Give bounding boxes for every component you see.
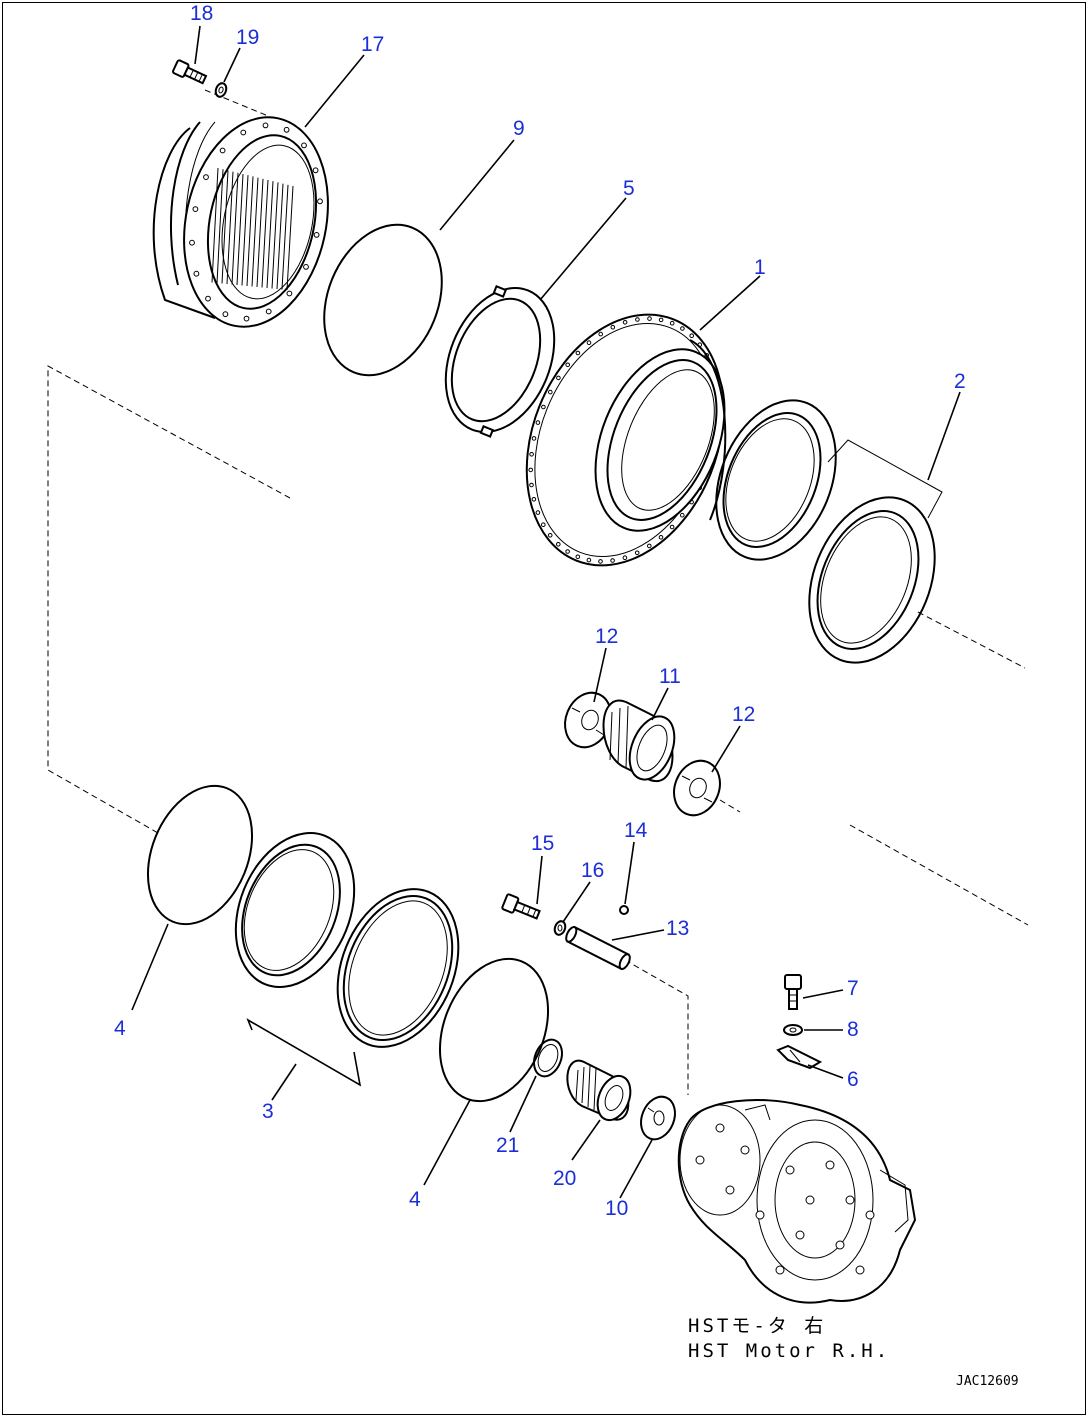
callout-12-lower: 12 (732, 703, 755, 726)
callout-7: 7 (847, 977, 859, 1000)
part-snap-ring-21 (533, 1038, 563, 1078)
callout-4-lower: 4 (409, 1188, 421, 1211)
part-plug-6 (776, 1044, 823, 1070)
part-ball-14 (619, 905, 629, 915)
part-hub-1 (525, 313, 727, 567)
caption-english: HST Motor R.H. (688, 1340, 890, 1362)
part-housing-17 (152, 116, 329, 328)
callout-9: 9 (513, 117, 525, 140)
part-hst-motor (677, 1099, 917, 1304)
callout-11: 11 (659, 665, 681, 688)
part-o-ring-4b (438, 957, 550, 1103)
callout-20: 20 (553, 1167, 576, 1190)
callout-labels: 18 19 17 9 5 1 2 12 11 12 15 16 14 13 7 … (114, 2, 966, 1220)
callout-5: 5 (623, 177, 635, 200)
callout-18: 18 (190, 2, 213, 25)
callout-17: 17 (361, 33, 384, 56)
callout-14: 14 (624, 819, 648, 842)
part-thrust-washer-10 (640, 1095, 676, 1141)
part-floating-seal-2 (715, 399, 943, 664)
caption-japanese: HSTモ-タ 右 (688, 1315, 826, 1337)
callout-12-upper: 12 (595, 625, 618, 648)
part-thrust-washer-12b (673, 759, 721, 817)
part-floating-seal-3 (234, 832, 460, 1048)
part-needle-bearing-11 (602, 699, 676, 783)
callout-6: 6 (847, 1068, 859, 1091)
callout-1: 1 (754, 256, 766, 279)
callout-4-upper: 4 (114, 1017, 126, 1040)
part-o-ring-9 (323, 223, 443, 377)
part-bolt-7 (784, 974, 802, 1010)
part-bolt-15 (501, 893, 541, 920)
leader-lines (131, 25, 961, 1199)
drawing-id: JAC12609 (956, 1374, 1019, 1389)
part-coupling-20 (566, 1059, 632, 1122)
part-washer-19 (214, 82, 228, 98)
callout-13: 13 (666, 917, 689, 940)
callout-10: 10 (605, 1197, 628, 1220)
part-thrust-plate-5 (444, 285, 556, 438)
part-washer-8 (783, 1024, 803, 1036)
callout-19: 19 (236, 26, 259, 49)
callout-3: 3 (262, 1100, 274, 1123)
part-washer-16 (553, 920, 567, 936)
callout-21: 21 (496, 1134, 519, 1157)
part-shaft-13 (565, 925, 631, 971)
callout-16: 16 (581, 859, 604, 882)
part-bolt-18 (172, 59, 208, 85)
part-o-ring-4a (146, 784, 254, 926)
callout-2: 2 (954, 370, 966, 393)
callout-15: 15 (531, 832, 554, 855)
callout-8: 8 (847, 1018, 859, 1041)
